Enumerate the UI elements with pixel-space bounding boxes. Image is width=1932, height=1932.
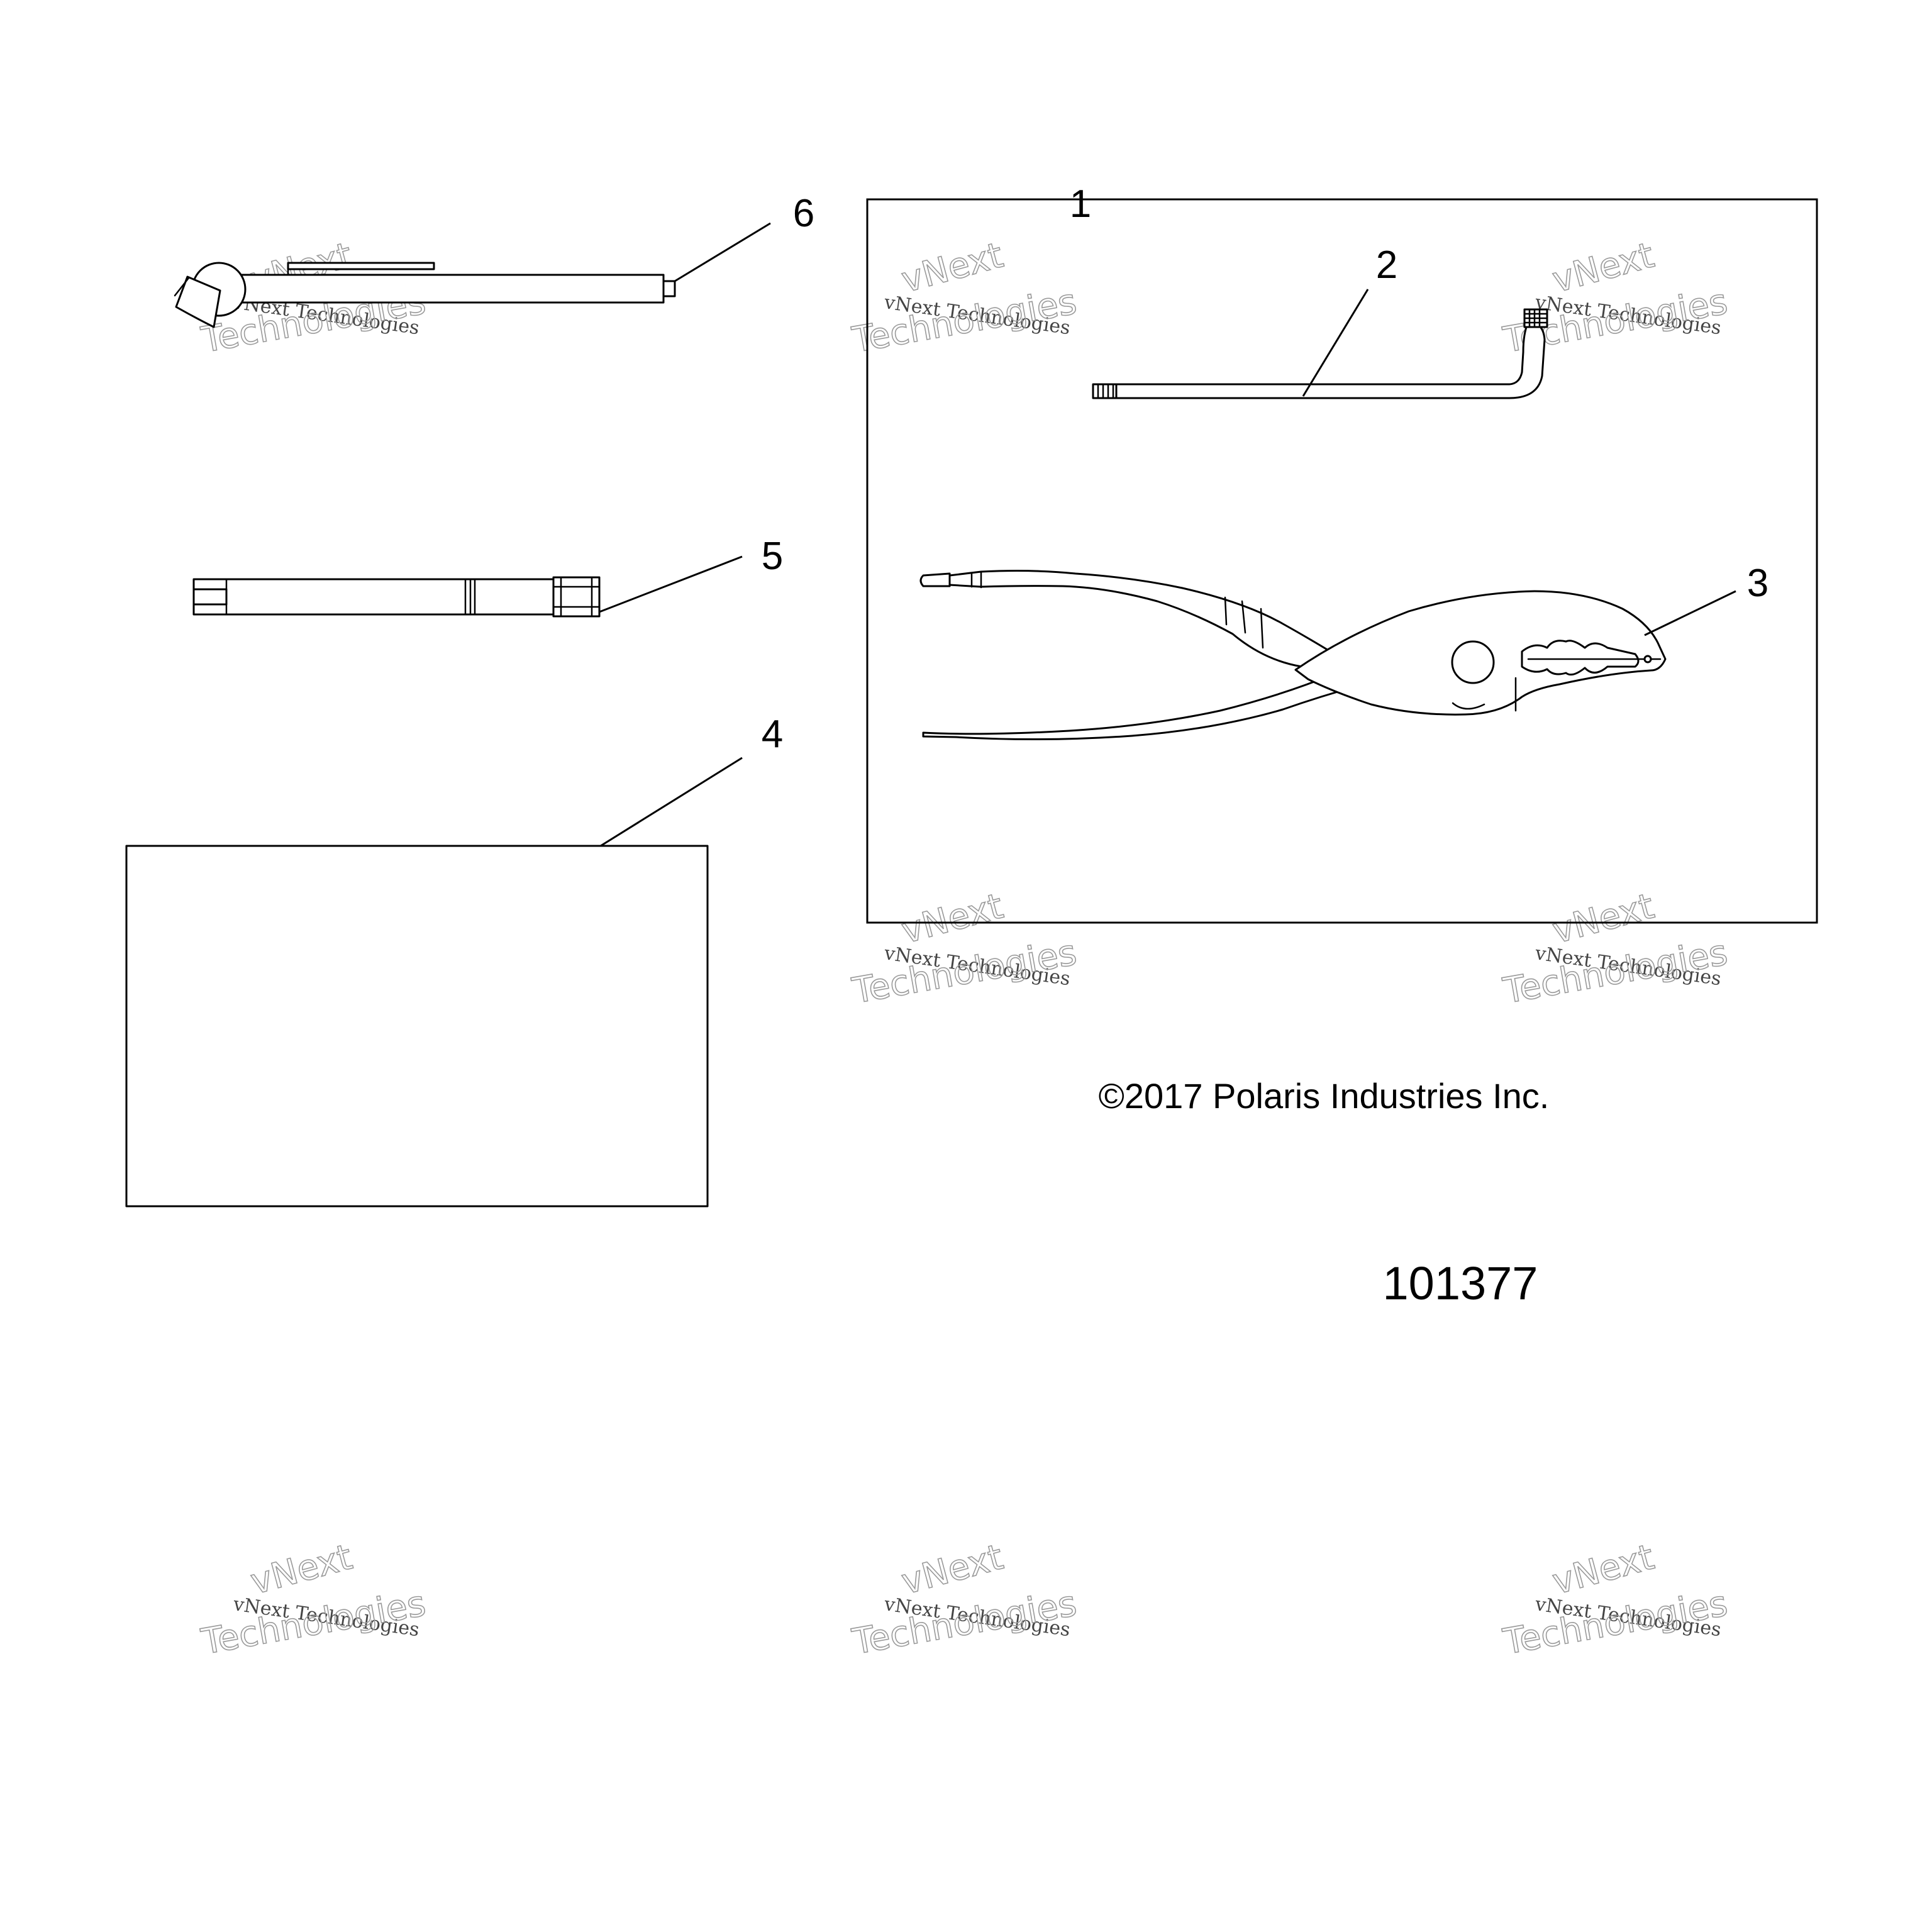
leader-4 [600, 757, 743, 847]
callout-5: 5 [762, 535, 783, 578]
spark-plug-socket [192, 576, 601, 618]
callout-6: 6 [793, 192, 814, 235]
callout-1: 1 [1070, 182, 1091, 226]
watermark: vNext vNext Technologies Technologies [848, 886, 1080, 1013]
figure-number: 101377 [1383, 1257, 1538, 1309]
watermark-technologies: Technologies [1500, 1583, 1731, 1663]
watermark-vnext: vNext [1548, 235, 1658, 301]
leader-2 [1302, 289, 1369, 397]
watermark: vNext vNext Technologies Technologies [848, 235, 1080, 362]
manual-card [125, 845, 709, 1208]
watermark-vnext: vNext [897, 235, 1008, 301]
watermark-vnext: vNext [247, 1536, 357, 1602]
tool-kit-frame [866, 198, 1818, 924]
watermark-technologies: Technologies [849, 932, 1080, 1012]
leader-5 [599, 555, 743, 613]
watermark: vNext vNext Technologies Technologies [1499, 1536, 1731, 1663]
watermark: vNext vNext Technologies Technologies [197, 1536, 429, 1663]
tire-pressure-gauge [174, 262, 676, 328]
watermark-vnext: vNext [897, 1536, 1008, 1602]
leader-3 [1644, 590, 1736, 636]
watermark: vNext vNext Technologies Technologies [1499, 886, 1731, 1013]
copyright-notice: ©2017 Polaris Industries Inc. [1099, 1076, 1550, 1116]
watermark-vnext: vNext [1548, 886, 1658, 952]
watermark-technologies: Technologies [198, 1583, 429, 1663]
watermark-vnext: vNext [1548, 1536, 1658, 1602]
watermark-vnext: vNext [897, 886, 1008, 952]
watermark: vNext vNext Technologies Technologies [848, 1536, 1080, 1663]
callout-3: 3 [1747, 562, 1768, 605]
callout-4: 4 [762, 713, 783, 756]
hex-key-wrench [1092, 308, 1548, 399]
watermark-technologies: Technologies [1500, 932, 1731, 1012]
leader-6 [674, 222, 771, 282]
callout-2: 2 [1376, 243, 1397, 287]
watermark-technologies: Technologies [849, 1583, 1080, 1663]
watermark-technologies: Technologies [849, 281, 1080, 361]
pliers [919, 570, 1667, 741]
